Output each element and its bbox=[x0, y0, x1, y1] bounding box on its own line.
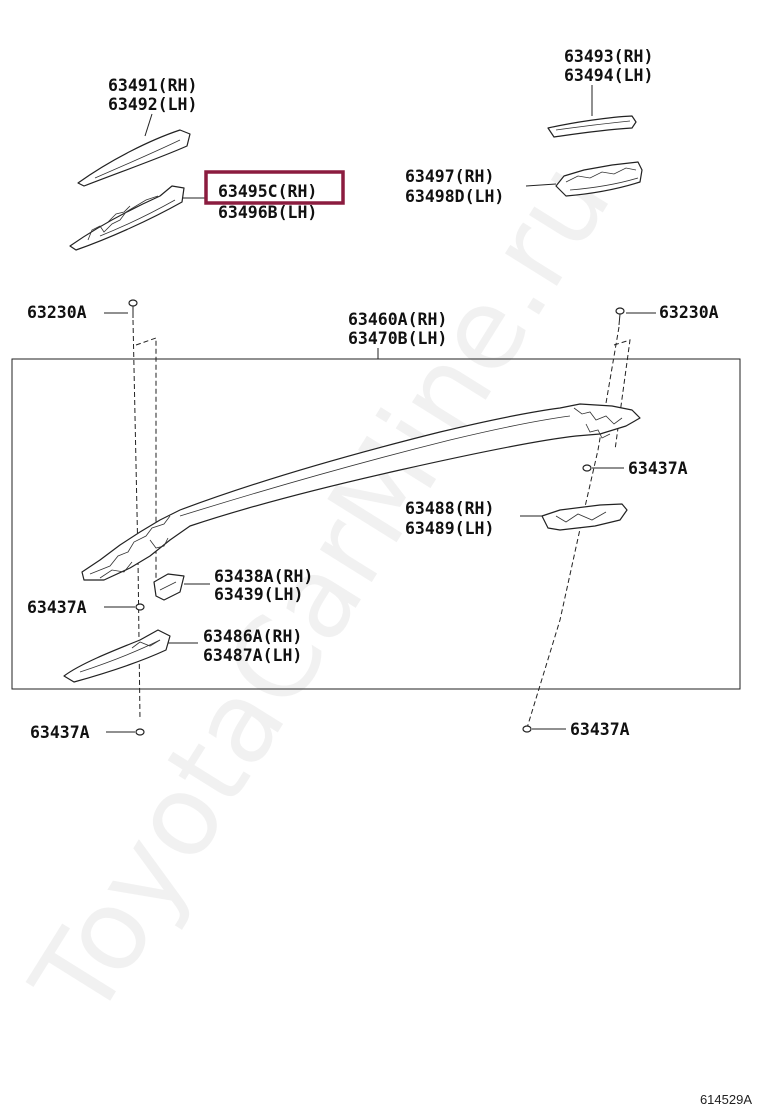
part-label-63495c[interactable]: 63495C(RH) bbox=[218, 182, 317, 201]
nut-right-bottom[interactable] bbox=[522, 725, 532, 733]
rail-end-cover-upper[interactable] bbox=[77, 129, 191, 187]
part-label-63230a-left[interactable]: 63230A bbox=[27, 303, 87, 322]
roof-rail[interactable] bbox=[81, 403, 641, 581]
screw-right[interactable] bbox=[615, 307, 625, 326]
highlight-frame bbox=[204, 170, 345, 205]
part-label-63230a-right[interactable]: 63230A bbox=[659, 303, 719, 322]
part-label-63492[interactable]: 63492(LH) bbox=[108, 95, 197, 114]
part-label-63491[interactable]: 63491(RH) bbox=[108, 76, 197, 95]
part-label-63438a[interactable]: 63438A(RH) bbox=[214, 567, 313, 586]
part-label-63493[interactable]: 63493(RH) bbox=[564, 47, 653, 66]
part-label-63470b[interactable]: 63470B(LH) bbox=[348, 329, 447, 348]
part-label-63496b[interactable]: 63496B(LH) bbox=[218, 203, 317, 222]
nut-left-mid[interactable] bbox=[135, 603, 145, 611]
part-label-63439[interactable]: 63439(LH) bbox=[214, 585, 303, 604]
rail-end-cap-upper[interactable] bbox=[547, 115, 637, 138]
assembly-frame bbox=[11, 358, 741, 690]
rail-end-cap-lower[interactable] bbox=[555, 161, 643, 197]
nut-upper-right[interactable] bbox=[582, 464, 592, 472]
part-label-63437a-right-bottom[interactable]: 63437A bbox=[570, 720, 630, 739]
part-label-63497[interactable]: 63497(RH) bbox=[405, 167, 494, 186]
screw-left[interactable] bbox=[128, 299, 138, 318]
rail-bracket[interactable] bbox=[153, 573, 185, 601]
part-label-63487a[interactable]: 63487A(LH) bbox=[203, 646, 302, 665]
part-label-63494[interactable]: 63494(LH) bbox=[564, 66, 653, 85]
rail-end-cover-lower[interactable] bbox=[69, 185, 185, 251]
rail-pad-right[interactable] bbox=[541, 503, 628, 531]
diagram-code: 614529A bbox=[700, 1092, 752, 1107]
part-label-63460a[interactable]: 63460A(RH) bbox=[348, 310, 447, 329]
part-label-63486a[interactable]: 63486A(RH) bbox=[203, 627, 302, 646]
part-label-63437a-left-mid[interactable]: 63437A bbox=[27, 598, 87, 617]
part-label-63498d[interactable]: 63498D(LH) bbox=[405, 187, 504, 206]
rail-pad-left[interactable] bbox=[63, 629, 171, 683]
part-label-63488[interactable]: 63488(RH) bbox=[405, 499, 494, 518]
nut-left-bottom[interactable] bbox=[135, 728, 145, 736]
watermark: ToyotaCarMine.ru bbox=[7, 141, 636, 1040]
part-label-63489[interactable]: 63489(LH) bbox=[405, 519, 494, 538]
part-label-63437a-upper-right[interactable]: 63437A bbox=[628, 459, 688, 478]
part-label-63437a-left-bottom[interactable]: 63437A bbox=[30, 723, 90, 742]
